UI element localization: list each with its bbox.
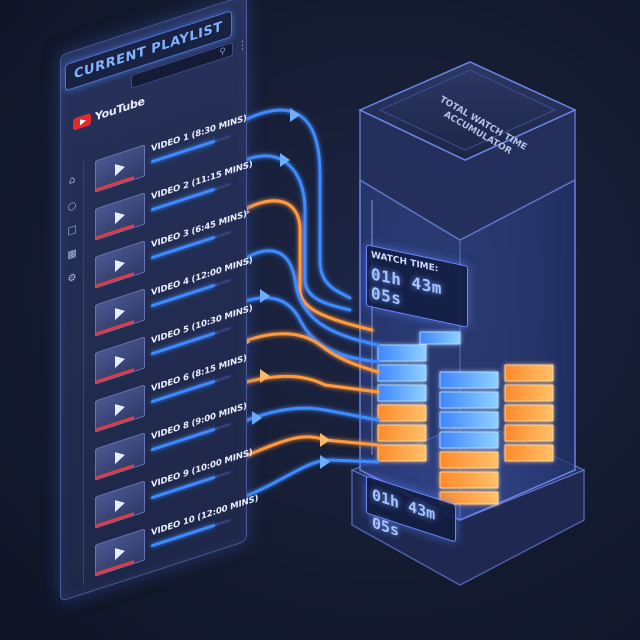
arrow-head-1 <box>290 108 300 122</box>
settings-icon[interactable]: ⚙ <box>67 271 77 286</box>
video-thumbnail[interactable] <box>95 528 145 577</box>
youtube-brand[interactable]: YouTube <box>73 94 145 131</box>
arrow-head-7 <box>260 369 270 383</box>
video-title: VIDEO 1 (8:30 MINS) <box>151 113 247 155</box>
thumbnail-progress-bar <box>96 511 135 528</box>
server-stacks <box>377 331 554 505</box>
flow-line-10 <box>233 458 380 502</box>
play-icon[interactable] <box>115 208 125 225</box>
video-thumbnail[interactable] <box>95 432 145 481</box>
play-icon[interactable] <box>115 160 125 177</box>
thumbnail-progress-bar <box>96 415 135 432</box>
play-icon[interactable] <box>115 304 125 321</box>
thumbnail-progress-bar <box>96 271 135 288</box>
flow-line-8 <box>233 406 380 427</box>
video-thumbnail[interactable] <box>95 336 145 385</box>
history-icon[interactable]: ▦ <box>67 247 77 262</box>
flow-line-4 <box>233 249 380 347</box>
youtube-logo-icon <box>73 112 91 131</box>
thumbnail-progress-bar <box>96 463 135 480</box>
video-thumbnail[interactable] <box>95 192 145 241</box>
server-stack-right <box>504 364 554 462</box>
arrow-head-9 <box>320 433 330 447</box>
flow-line-6 <box>233 332 380 374</box>
play-icon[interactable] <box>115 496 125 513</box>
play-icon[interactable] <box>115 544 125 561</box>
flow-line-2 <box>233 154 352 312</box>
tower-lid <box>358 61 577 241</box>
playlist-panel: Current Playlist ⚲ ⋮ YouTube ⌂ ○ □ ▦ ⚙ V… <box>60 0 258 603</box>
thumbnail-progress-bar <box>96 223 135 240</box>
flow-arrowheads <box>240 108 330 469</box>
play-icon[interactable] <box>115 448 125 465</box>
arrow-head-10 <box>320 455 330 469</box>
thumbnail-progress-bar <box>96 367 135 384</box>
home-icon[interactable]: ⌂ <box>68 174 76 188</box>
brand-name: YouTube <box>95 94 145 124</box>
search-icon[interactable]: ⚲ <box>219 46 226 59</box>
video-thumbnail[interactable] <box>95 288 145 337</box>
explore-icon[interactable]: ○ <box>67 199 77 214</box>
arrow-head-2 <box>280 153 290 167</box>
arrow-head-8 <box>252 411 262 425</box>
library-icon[interactable]: □ <box>67 223 77 238</box>
server-block-top <box>419 331 461 345</box>
video-thumbnail[interactable] <box>95 240 145 289</box>
arrow-head-5 <box>260 289 270 303</box>
flow-line-7 <box>233 374 380 394</box>
video-thumbnail[interactable] <box>95 144 145 193</box>
play-icon[interactable] <box>115 400 125 417</box>
flow-line-5 <box>233 296 380 364</box>
flow-line-9 <box>233 435 380 462</box>
flow-line-1 <box>233 108 352 300</box>
server-stack-middle <box>439 371 499 505</box>
thumbnail-progress-bar <box>96 175 135 192</box>
kebab-menu-icon[interactable]: ⋮ <box>237 36 248 54</box>
play-icon[interactable] <box>115 352 125 369</box>
side-rail: ⌂ ○ □ ▦ ⚙ <box>61 160 84 593</box>
thumbnail-progress-bar <box>96 319 135 336</box>
video-thumbnail[interactable] <box>95 480 145 529</box>
thumbnail-progress-bar <box>96 559 135 576</box>
flow-line-3 <box>233 199 374 332</box>
video-thumbnail[interactable] <box>95 384 145 433</box>
server-stack-left <box>377 344 427 462</box>
play-icon[interactable] <box>115 256 125 273</box>
